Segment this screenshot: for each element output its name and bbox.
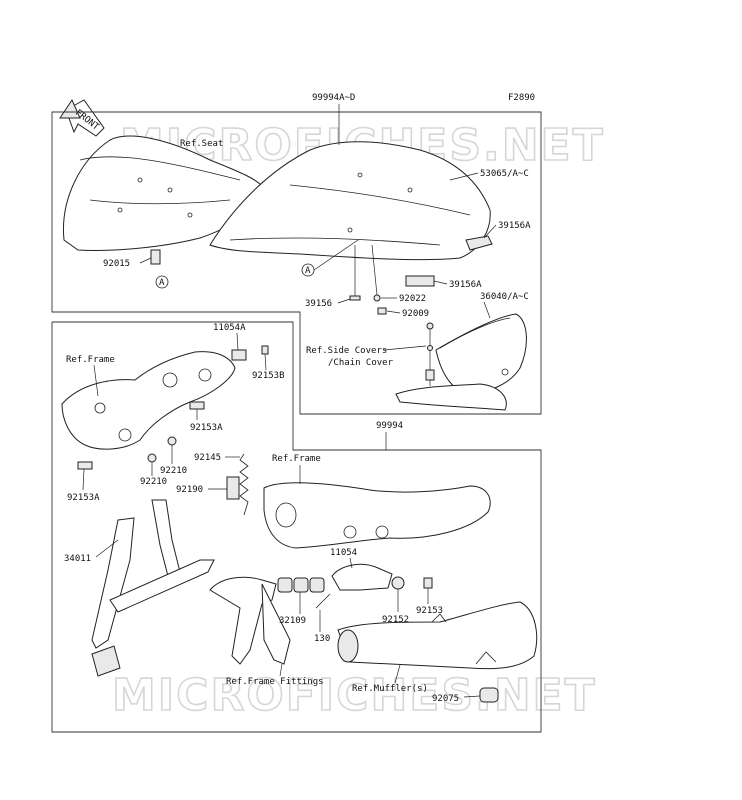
label-ref-frame-fittings: Ref.Frame Fittings (226, 677, 324, 687)
figure-code: F2890 (508, 93, 535, 103)
seat-reference-part (62, 135, 266, 251)
label-ref-chain-cover: /Chain Cover (328, 358, 394, 368)
bolt-92153b (261, 345, 269, 355)
front-arrow-icon: FRONT (59, 98, 105, 137)
seat-cover-part (209, 141, 491, 261)
strap-39156a-top (465, 235, 493, 251)
frame-fittings-reference (209, 576, 291, 665)
label-ref-muffler: Ref.Muffler(s) (352, 684, 428, 694)
label-92153A-2: 92153A (67, 493, 100, 503)
label-92210-2: 92210 (140, 477, 167, 487)
washer-92152 (391, 576, 405, 590)
label-130: 130 (314, 634, 330, 644)
label-11054: 11054 (330, 548, 357, 558)
label-99994: 99994 (376, 421, 403, 431)
label-92153: 92153 (416, 606, 443, 616)
spring-92145 (239, 453, 249, 516)
muffler-reference (337, 601, 538, 670)
nut-92210-lower (147, 453, 157, 463)
label-53065: 53065/A~C (480, 169, 529, 179)
label-92022: 92022 (399, 294, 426, 304)
watermark-bottom: MICROFICHES.NET (112, 670, 597, 721)
frame-reference-left (61, 351, 236, 450)
side-cover-36040 (435, 313, 527, 395)
label-39156: 39156 (305, 299, 332, 309)
label-92075: 92075 (432, 694, 459, 704)
label-92015: 92015 (103, 259, 130, 269)
nut-92210-upper (167, 436, 177, 446)
label-92009: 92009 (402, 309, 429, 319)
bolt-92153 (423, 577, 433, 589)
label-circle-a-1: A (159, 278, 165, 288)
bracket-11054 (331, 563, 393, 591)
label-ref-frame-right: Ref.Frame (272, 454, 321, 464)
sleeve-92190 (226, 476, 240, 500)
frame-reference-right (263, 482, 491, 549)
chain-cover-reference-part (395, 322, 507, 411)
collars-32109 (277, 577, 325, 593)
clip-39156 (349, 295, 361, 301)
label-circle-a-2: A (305, 266, 311, 276)
center-stand-34011 (91, 499, 215, 677)
label-11054A: 11054A (213, 323, 246, 333)
label-34011: 34011 (64, 554, 91, 564)
rubber-92075 (479, 687, 499, 703)
bolt-92153a-upper (189, 401, 205, 410)
label-32109: 32109 (279, 616, 306, 626)
label-36040: 36040/A~C (480, 292, 529, 302)
bolt-130 (315, 593, 331, 609)
label-39156A-1: 39156A (498, 221, 531, 231)
label-ref-side-covers: Ref.Side Covers (306, 346, 387, 356)
label-92152: 92152 (382, 615, 409, 625)
label-92153B: 92153B (252, 371, 285, 381)
strap-39156a-mid (405, 275, 435, 287)
label-92190: 92190 (176, 485, 203, 495)
label-99994A-D: 99994A~D (312, 93, 355, 103)
bushing-92015 (150, 249, 161, 265)
label-ref-frame-left: Ref.Frame (66, 355, 115, 365)
label-92145: 92145 (194, 453, 221, 463)
circle-a-left (155, 275, 169, 289)
label-92210-1: 92210 (160, 466, 187, 476)
label-92153A-1: 92153A (190, 423, 223, 433)
seat-cover-group-box (51, 111, 542, 415)
bracket-11054a (231, 349, 247, 361)
washer-92022 (373, 294, 381, 302)
bolt-92153a-lower (77, 461, 93, 470)
label-ref-seat: Ref.Seat (180, 139, 223, 149)
center-stand-group-box (51, 321, 542, 733)
bolt-92009 (377, 307, 387, 315)
label-39156A-2: 39156A (449, 280, 482, 290)
